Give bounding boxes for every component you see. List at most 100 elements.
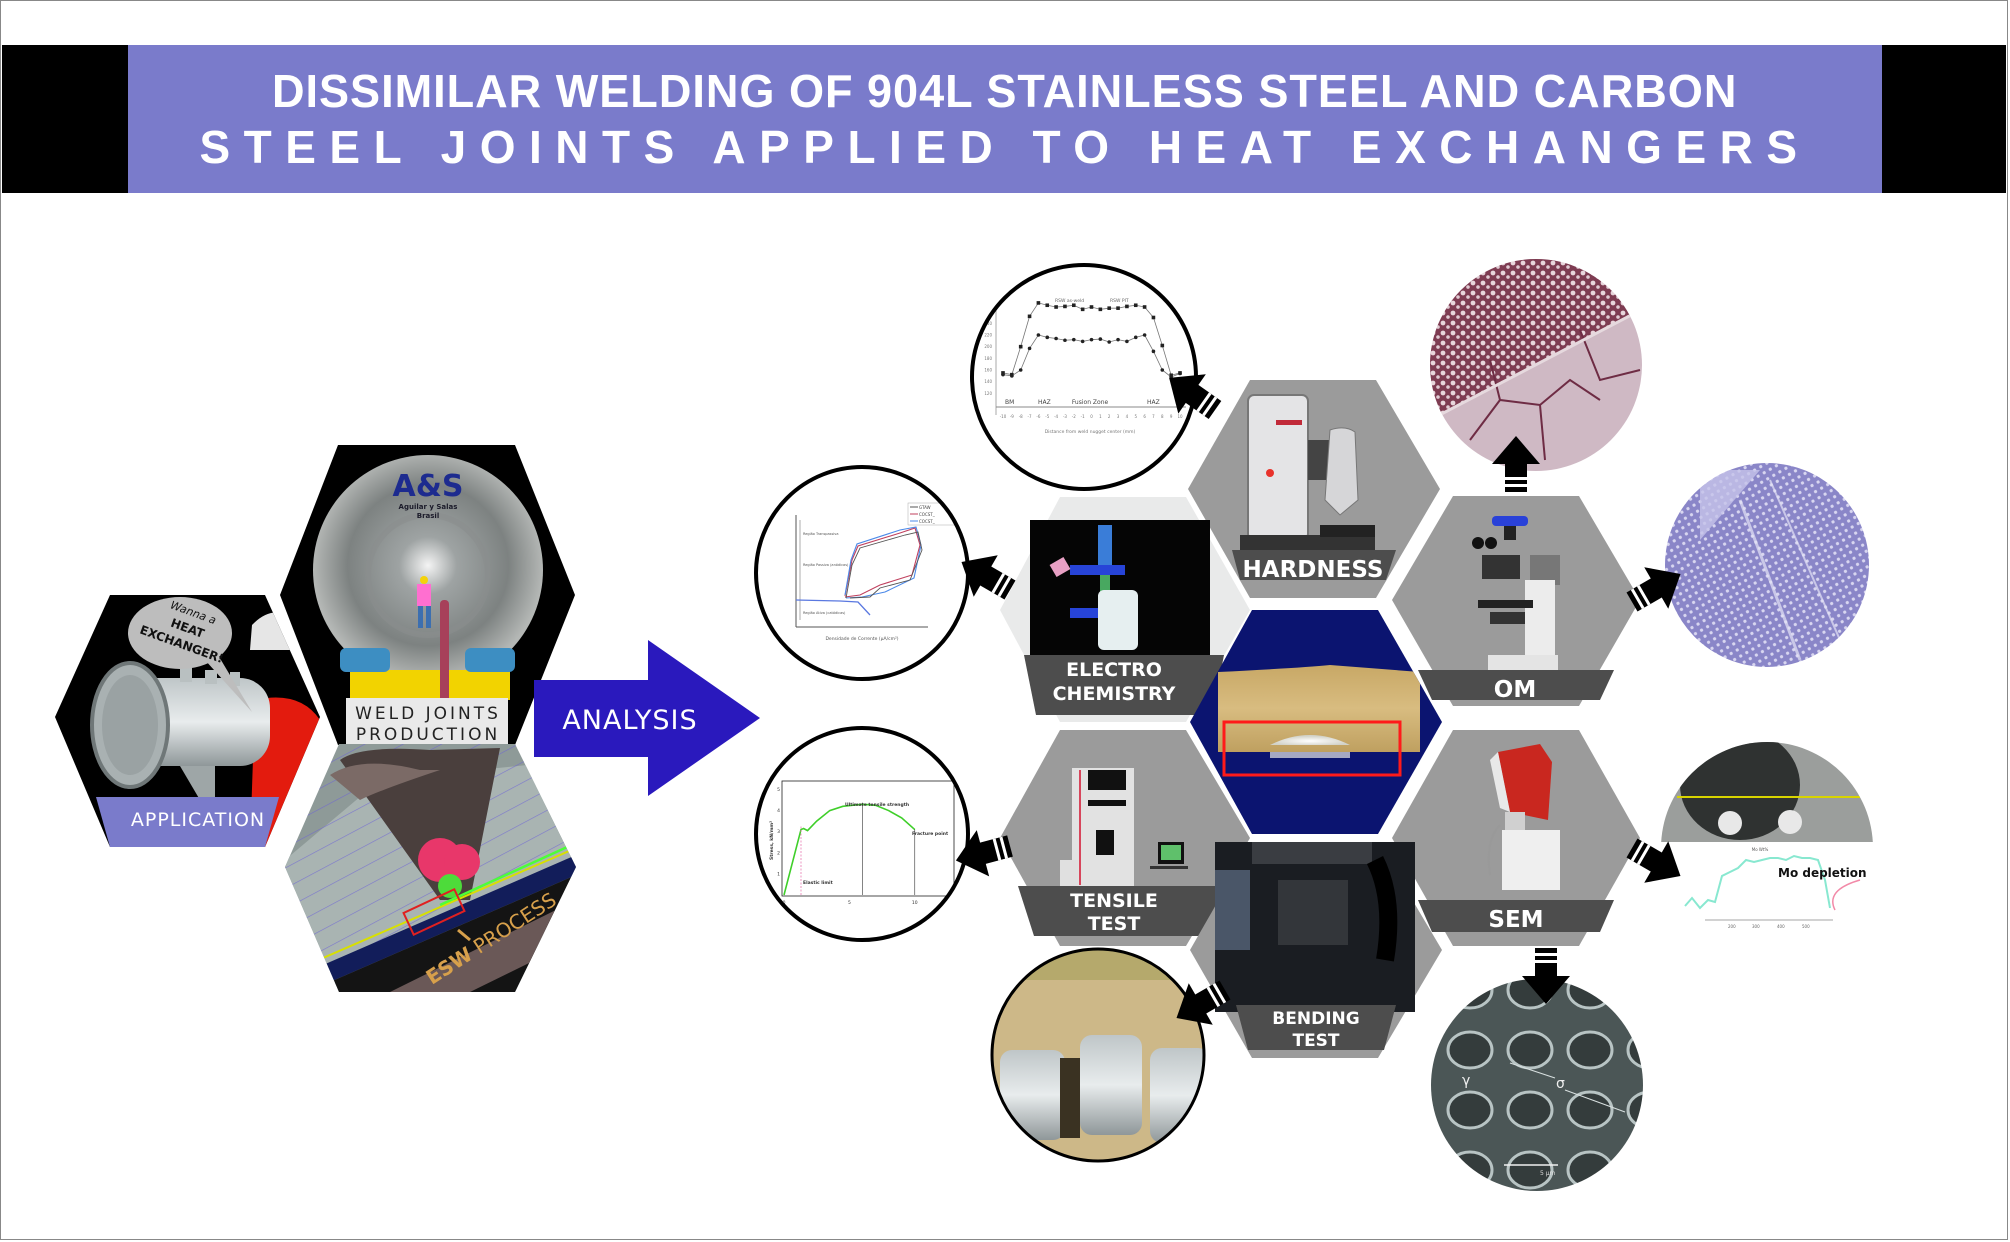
hardness-point — [1080, 307, 1085, 312]
microscope-icon — [1472, 516, 1560, 675]
tensile-ytick: 3 — [777, 829, 780, 835]
electrochemistry-hexagon: ELECTRO CHEMISTRY — [1000, 497, 1250, 722]
hardness-xtick: 5 — [1134, 414, 1137, 419]
hardness-legend-2: RSW PIT — [1110, 298, 1129, 304]
hardness-point — [1133, 303, 1138, 308]
hardness-point — [1142, 333, 1147, 337]
electro-legend-1: GTAW — [919, 505, 931, 510]
electro-legend-3: COCST_ — [919, 519, 936, 524]
arrow-electro-to-chart — [961, 555, 1016, 600]
hardness-xtick: 2 — [1108, 414, 1111, 419]
application-hexagon: Wanna a HEAT EXCHANGER! APPLICATION — [55, 595, 320, 847]
weld-label-line-1: WELD JOINTS — [355, 704, 501, 724]
eds-tick-500: 500 — [1802, 924, 1810, 929]
gamma-label: γ — [1462, 1073, 1470, 1089]
hardness-xtick: -1 — [1081, 414, 1085, 419]
hardness-point — [1054, 336, 1058, 341]
hardness-ytick: 180 — [984, 356, 992, 361]
title-banner: DISSIMILAR WELDING OF 904L STAINLESS STE… — [128, 45, 1882, 193]
weld-macrograph-hexagon — [1190, 610, 1442, 834]
eds-tick-400: 400 — [1777, 924, 1785, 929]
hardness-point — [1010, 374, 1014, 378]
hardness-point — [1045, 303, 1050, 308]
hardness-point — [1107, 306, 1111, 310]
arrow-om-to-micrograph-2 — [1626, 567, 1681, 612]
hardness-point — [1063, 304, 1067, 309]
zone-haz-left: HAZ — [1038, 399, 1051, 406]
sem-label: SEM — [1488, 907, 1543, 933]
sigma-label: σ — [1556, 1076, 1565, 1092]
pipe-tunnel — [313, 455, 543, 685]
elastic-annotation: Elastic limit — [803, 880, 834, 886]
eds-tick-200: 200 — [1728, 924, 1736, 929]
om-micrograph-2 — [1665, 463, 1869, 667]
tensile-label-1: TENSILE — [1070, 890, 1158, 912]
hardness-point — [1125, 339, 1129, 344]
nugget-highlight-box — [1222, 720, 1402, 777]
company-logo: A&S — [393, 469, 464, 504]
tensile-ytick: 1 — [777, 871, 780, 877]
hardness-point — [1089, 305, 1094, 309]
scale-bar-label: 5 µm — [1540, 1170, 1556, 1177]
gas-cylinder — [440, 600, 449, 710]
mo-depletion-label: Mo depletion zo — [1778, 866, 1886, 880]
tensile-ytick: 2 — [777, 850, 780, 856]
tensile-label-2: TEST — [1088, 913, 1141, 935]
hardness-point — [1089, 337, 1094, 342]
hardness-point — [1036, 333, 1041, 337]
hardness-xtick: -8 — [1019, 414, 1023, 419]
sem-micrograph-circle: γ σ 5 µm — [1431, 979, 1643, 1191]
hardness-point — [1160, 368, 1165, 372]
hardness-ytick: 160 — [984, 368, 992, 373]
hardness-xtick: 9 — [1170, 414, 1173, 419]
title-line-2: STEEL JOINTS APPLIED TO HEAT EXCHANGERS — [199, 121, 1811, 173]
bent-specimen-2 — [1080, 1035, 1142, 1135]
hardness-point — [1072, 303, 1076, 308]
tensile-hexagon: TENSILE TEST — [1000, 730, 1250, 946]
hardness-xtick: 4 — [1126, 414, 1129, 419]
hardness-point — [1178, 371, 1182, 376]
region-transpassive: Região Transpassiva — [803, 532, 838, 536]
hardness-xtick: -5 — [1045, 414, 1049, 419]
hardness-ytick: 240 — [984, 321, 992, 326]
hardness-point — [1151, 349, 1156, 354]
hardness-xtick: 6 — [1143, 414, 1146, 419]
zone-fusion: Fusion Zone — [1072, 399, 1109, 406]
hardness-point — [1107, 340, 1111, 344]
hardness-ytick: 140 — [984, 379, 992, 384]
hardness-point — [1027, 314, 1032, 319]
hardness-point — [1072, 337, 1076, 342]
analysis-label: ANALYSIS — [562, 705, 697, 736]
fracture-annotation: Fracture point — [912, 831, 949, 837]
hardness-point — [1098, 337, 1103, 341]
zone-haz-right: HAZ — [1147, 399, 1160, 406]
hardness-point — [1045, 335, 1050, 340]
region-passive: Região Passiva (anódicas) — [803, 563, 849, 567]
region-active: Região Ativa (catódicas) — [803, 611, 846, 615]
tensile-xtick: 10 — [912, 900, 918, 906]
hardness-xtick: 10 — [1177, 414, 1183, 419]
hardness-point — [1036, 301, 1041, 305]
esw-process-hexagon: ESW PROCESS — [285, 744, 576, 992]
tensile-ytick: 4 — [777, 808, 780, 814]
pipe-support — [350, 670, 510, 700]
tensile-xlabel: Strain — [946, 902, 961, 908]
hardness-point — [1027, 346, 1032, 351]
hardness-point — [1098, 307, 1103, 312]
company-country: Brasil — [417, 512, 439, 520]
hardness-point — [1160, 343, 1165, 348]
hardness-xtick: -4 — [1054, 414, 1058, 419]
tensile-xtick: 5 — [848, 900, 851, 906]
hardness-xtick: -7 — [1028, 414, 1032, 419]
hardness-point — [1116, 306, 1120, 310]
hardness-point — [1080, 339, 1085, 344]
hardness-point — [1151, 315, 1156, 320]
eds-tick-300: 300 — [1752, 924, 1760, 929]
electrochem-label-1: ELECTRO — [1066, 659, 1162, 681]
bent-specimen-1 — [1000, 1050, 1065, 1140]
mo-profile-line — [1684, 854, 1831, 910]
